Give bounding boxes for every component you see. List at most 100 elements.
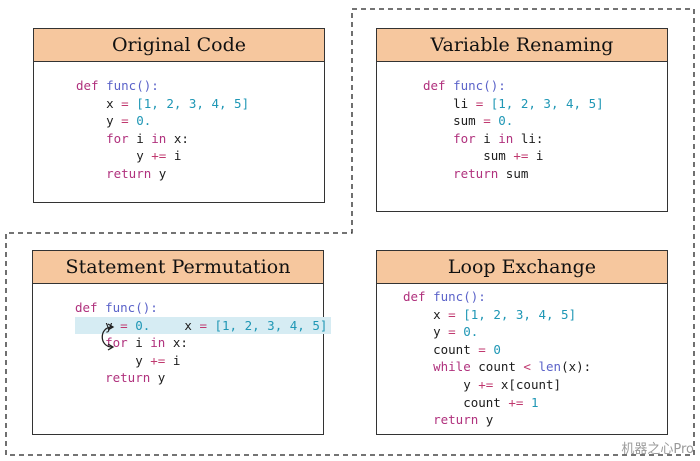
code-token: in (498, 130, 521, 146)
code-token: len (538, 359, 562, 375)
code-line: return y (76, 165, 249, 183)
variable-renaming-panel: Variable Renaming def func(): li = [1, 2… (376, 28, 668, 212)
code-token: 0. (135, 317, 151, 333)
code-token: i (535, 148, 544, 164)
code-token: = (121, 95, 137, 111)
code-line: sum = 0. (423, 112, 604, 130)
code-token: = (448, 324, 464, 340)
code-line: def func(): (75, 299, 331, 317)
code-token: y (485, 412, 494, 428)
code-token: (): (483, 78, 506, 93)
code-line: def func(): (423, 77, 604, 95)
code-token: [1, 2, 3, 4, 5] (463, 306, 577, 322)
code-token: def (403, 289, 434, 304)
code-token: li: (520, 130, 544, 146)
code-token: func (433, 289, 464, 304)
code-token: < (523, 359, 539, 375)
code-token: = (478, 341, 494, 357)
code-token: y (76, 148, 152, 164)
code-line: return y (403, 411, 591, 429)
code-token: x (154, 317, 200, 333)
code-token: y (403, 324, 449, 340)
code-token: (): (136, 78, 159, 93)
code-token: = (475, 95, 491, 111)
code-token: li (423, 95, 476, 111)
code-token: [1, 2, 3, 4, 5] (490, 95, 604, 111)
code-line: y = 0. (76, 112, 249, 130)
code-line: y += i (76, 147, 249, 165)
code-token: = (199, 317, 215, 333)
code-token: x (76, 95, 122, 111)
code-line: x = [1, 2, 3, 4, 5] (76, 95, 249, 113)
code-token: x: (173, 130, 189, 146)
code-line: def func(): (403, 288, 591, 306)
loop-exchange-code-block: def func(): x = [1, 2, 3, 4, 5] y = 0. c… (403, 288, 591, 429)
code-token: for (423, 130, 484, 146)
code-line: x = [1, 2, 3, 4, 5] (403, 306, 591, 324)
code-token: i (135, 335, 151, 351)
loop-exchange-title: Loop Exchange (377, 251, 667, 284)
loop-exchange-panel: Loop Exchange def func(): x = [1, 2, 3, … (376, 250, 668, 435)
statement-permutation-title: Statement Permutation (33, 251, 323, 284)
code-line: count += 1 (403, 394, 591, 412)
original-code-panel: Original Code def func(): x = [1, 2, 3, … (33, 28, 325, 203)
code-token: count (478, 359, 524, 375)
code-token: i (173, 148, 182, 164)
code-line: return sum (423, 165, 604, 183)
code-token: y (76, 113, 122, 129)
code-token: 0 (493, 341, 501, 357)
code-token: i (483, 130, 499, 146)
code-token: for (76, 130, 137, 146)
code-line: y = 0. (403, 323, 591, 341)
code-token: func (106, 78, 137, 93)
code-line: y += i (75, 352, 331, 370)
variable-renaming-code-block: def func(): li = [1, 2, 3, 4, 5] sum = 0… (423, 77, 604, 183)
code-line: sum += i (423, 147, 604, 165)
swap-arrow-icon (101, 323, 115, 351)
code-token: y (158, 165, 167, 181)
code-token: in (150, 335, 173, 351)
code-token: += (150, 352, 173, 368)
code-token: while (403, 359, 479, 375)
code-token: return (75, 370, 158, 386)
code-token: 0. (136, 113, 152, 129)
code-token: y (75, 352, 151, 368)
code-line: def func(): (76, 77, 249, 95)
code-token: (): (135, 300, 158, 315)
swapped-code-line: x = [1, 2, 3, 4, 5] (154, 316, 332, 335)
code-token: += (478, 376, 501, 392)
code-line: li = [1, 2, 3, 4, 5] (423, 95, 604, 113)
code-token: x[count] (500, 376, 562, 392)
code-token: i (172, 352, 181, 368)
code-token: 0. (498, 113, 514, 129)
code-token: += (151, 148, 174, 164)
code-token: += (508, 394, 531, 410)
code-token: sum (423, 148, 514, 164)
code-token: x (403, 306, 449, 322)
code-token: count (403, 341, 479, 357)
code-token: [1, 2, 3, 4, 5] (214, 317, 328, 333)
code-token: [1, 2, 3, 4, 5] (136, 95, 250, 111)
code-token: count (403, 394, 509, 410)
code-token: func (105, 300, 136, 315)
code-line: while count < len(x): (403, 358, 591, 376)
code-token: y (403, 376, 479, 392)
code-token: return (76, 165, 159, 181)
code-token: x: (172, 335, 188, 351)
code-token: return (403, 412, 486, 428)
code-token: += (513, 148, 536, 164)
code-token: = (121, 113, 137, 129)
watermark-logo: 机器之心Pro (621, 442, 694, 457)
code-token: = (120, 317, 136, 333)
code-token: 1 (530, 394, 539, 410)
code-line: for i in x: (76, 130, 249, 148)
code-line: count = 0 (403, 341, 591, 359)
code-token: sum (505, 165, 529, 181)
code-line: return y (75, 369, 331, 387)
original-code-title: Original Code (34, 29, 324, 62)
code-token: = (448, 306, 464, 322)
code-token: def (76, 78, 107, 93)
code-line: for i in li: (423, 130, 604, 148)
code-token: func (453, 78, 484, 93)
